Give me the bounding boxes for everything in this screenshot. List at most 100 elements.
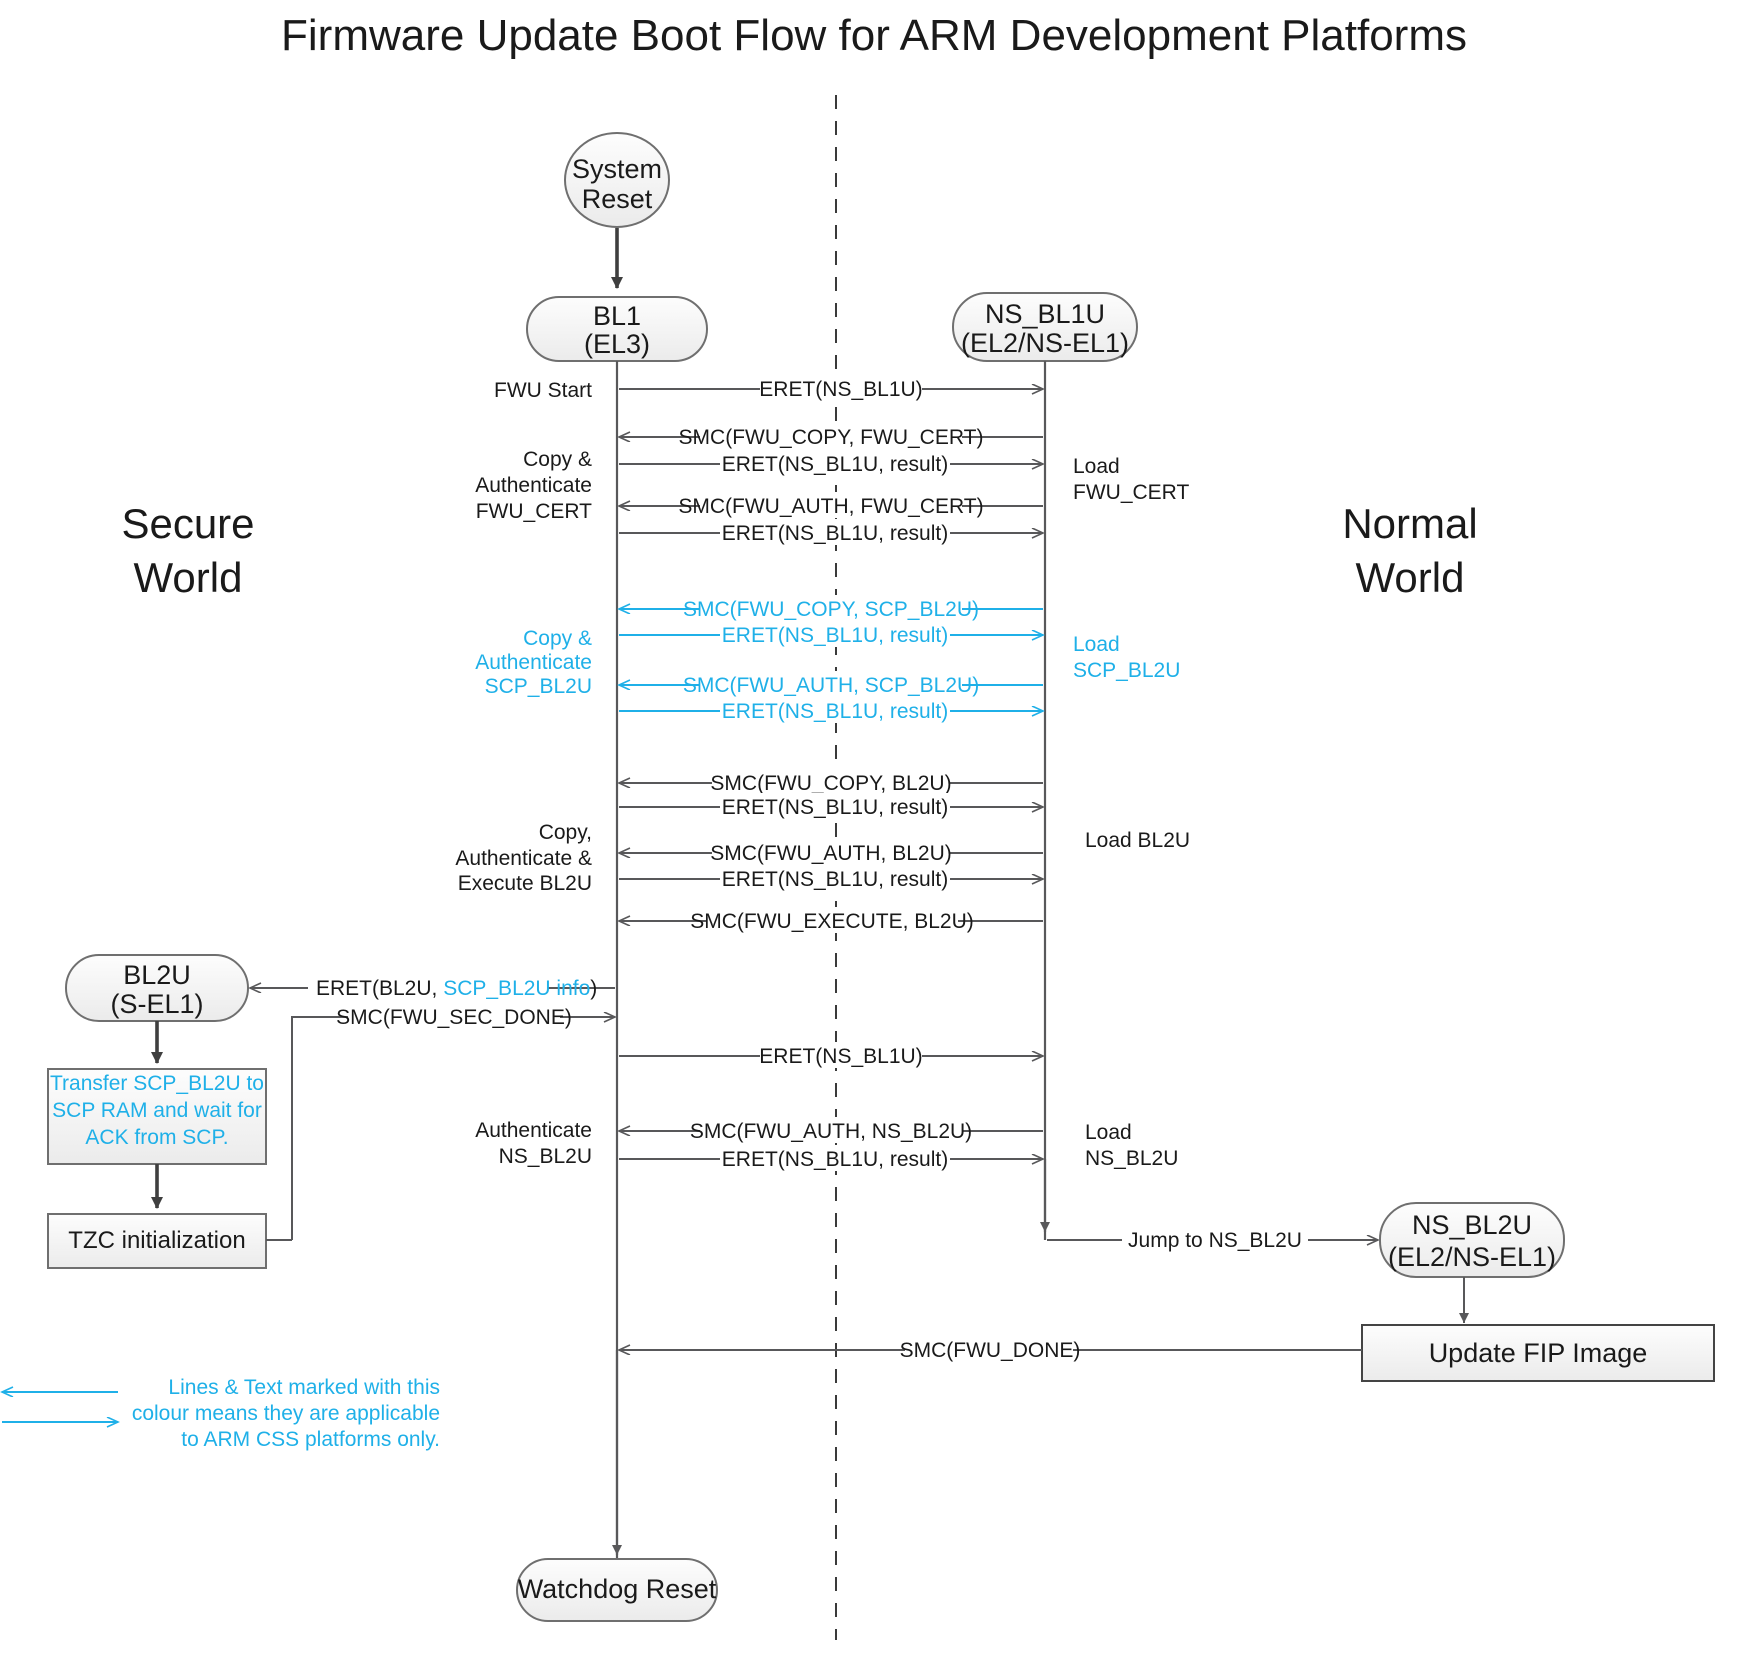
ns-bl2u-label-1: NS_BL2U [1412,1210,1532,1240]
svg-text:SCP_BL2U: SCP_BL2U [1073,659,1180,682]
svg-text:World: World [134,554,243,601]
normal-world-label: Normal World [1342,500,1477,601]
smc-fwu-done-label: SMC(FWU_DONE) [900,1339,1081,1362]
smc-fwu-sec-done-label: SMC(FWU_SEC_DONE) [336,1006,572,1029]
bl2u-label-1: BL2U [123,960,191,990]
legend-text: Lines & Text marked with this colour mea… [132,1376,440,1451]
svg-text:FWU Start: FWU Start [494,379,592,402]
svg-text:Copy,: Copy, [539,821,592,844]
tzc-init-shape [47,1213,267,1269]
message-m6: SMC(FWU_COPY, SCP_BL2U) [619,595,1043,621]
bl2u-label-2: (S-EL1) [110,989,203,1019]
legend-line-3: to ARM CSS platforms only. [181,1428,440,1451]
svg-text:Load: Load [1073,633,1120,656]
legend-arrows [2,1392,118,1422]
svg-text:Copy &: Copy & [523,448,592,471]
message-m11-label: ERET(NS_BL1U, result) [722,796,948,819]
message-m7: ERET(NS_BL1U, result) [619,621,1043,647]
message-m9-label: ERET(NS_BL1U, result) [722,700,948,723]
node-system-reset[interactable]: System Reset [564,132,670,228]
message-m8: SMC(FWU_AUTH, SCP_BL2U) [619,671,1043,697]
message-m10: SMC(FWU_COPY, BL2U) [619,769,1043,795]
annotation-load-scp-bl2u: Load SCP_BL2U [1073,633,1180,682]
message-m10-label: SMC(FWU_COPY, BL2U) [710,772,951,795]
message-m9: ERET(NS_BL1U, result) [619,697,1043,723]
svg-text:Secure: Secure [121,500,254,547]
message-m2: SMC(FWU_COPY, FWU_CERT) [619,423,1043,449]
message-m4: SMC(FWU_AUTH, FWU_CERT) [619,492,1043,518]
message-m18: SMC(FWU_AUTH, NS_BL2U) [619,1117,1043,1143]
message-smc-fwu-sec-done: SMC(FWU_SEC_DONE) [291,1003,615,1240]
bl1-label-1: BL1 [593,301,641,331]
message-m5: ERET(NS_BL1U, result) [619,519,1043,545]
node-ns-bl2u[interactable]: NS_BL2U (EL2/NS-EL1) [1379,1202,1565,1278]
node-bl2u[interactable]: BL2U (S-EL1) [65,954,249,1022]
bl1-label-2: (EL3) [584,329,650,359]
watchdog-reset-label: Watchdog Reset [518,1574,717,1604]
node-update-fip-image[interactable]: Update FIP Image [1361,1324,1715,1382]
annotation-load-ns-bl2u: Load NS_BL2U [1085,1121,1178,1170]
svg-text:Load BL2U: Load BL2U [1085,829,1190,852]
message-m1: ERET(NS_BL1U) [619,375,1043,401]
message-jump-to-ns-bl2u: Jump to NS_BL2U [1047,1226,1378,1252]
message-m18-label: SMC(FWU_AUTH, NS_BL2U) [690,1120,972,1143]
message-m3-label: ERET(NS_BL1U, result) [722,453,948,476]
ns-bl1u-label-2: (EL2/NS-EL1) [961,328,1129,358]
svg-text:Load: Load [1073,455,1120,478]
ns-bl1u-label-1: NS_BL1U [985,299,1105,329]
node-watchdog-reset[interactable]: Watchdog Reset [516,1558,718,1622]
node-tzc-initialization[interactable]: TZC initialization [47,1213,267,1269]
message-m1-label: ERET(NS_BL1U) [759,378,922,401]
node-transfer-scp-bl2u[interactable]: Transfer SCP_BL2U to SCP RAM and wait fo… [47,1068,267,1165]
message-m13-label: ERET(NS_BL1U, result) [722,868,948,891]
legend-line-1: Lines & Text marked with this [168,1376,440,1399]
svg-text:ERET(BL2U, SCP_BL2U info): ERET(BL2U, SCP_BL2U info) [316,977,597,1000]
svg-text:NS_BL2U: NS_BL2U [499,1145,592,1168]
legend-line-2: colour means they are applicable [132,1402,440,1425]
message-m2-label: SMC(FWU_COPY, FWU_CERT) [679,426,984,449]
message-smc-fwu-done: SMC(FWU_DONE) [619,1336,1362,1362]
message-m14-label: SMC(FWU_EXECUTE, BL2U) [690,910,974,933]
tzc-init-label: TZC initialization [68,1227,245,1254]
page-title: Firmware Update Boot Flow for ARM Develo… [281,11,1467,60]
eret-bl2u-cyan-part: SCP_BL2U info [443,977,590,1000]
system-reset-shape [564,132,670,228]
ns-bl2u-shape [1379,1202,1565,1278]
transfer-scp-shape [47,1068,267,1165]
svg-text:Authenticate: Authenticate [475,474,592,497]
message-eret-bl2u: ERET(BL2U, SCP_BL2U info) [250,974,615,1000]
message-m14: SMC(FWU_EXECUTE, BL2U) [619,907,1043,933]
svg-text:FWU_CERT: FWU_CERT [476,500,592,523]
message-m17: ERET(NS_BL1U) [619,1042,1043,1068]
annotation-fwu-start: FWU Start [494,379,592,402]
transfer-scp-line-3: ACK from SCP. [85,1126,228,1149]
annotation-authenticate-ns-bl2u: Authenticate NS_BL2U [475,1119,592,1168]
watchdog-reset-shape [516,1558,718,1622]
secure-world-label: Secure World [121,500,254,601]
update-fip-label: Update FIP Image [1429,1338,1648,1368]
message-m7-label: ERET(NS_BL1U, result) [722,624,948,647]
system-reset-label-2: Reset [582,184,653,214]
transfer-scp-line-1: Transfer SCP_BL2U to [50,1072,264,1095]
node-bl1[interactable]: BL1 (EL3) [526,296,708,362]
message-m6-label: SMC(FWU_COPY, SCP_BL2U) [683,598,979,621]
svg-text:Normal: Normal [1342,500,1477,547]
message-m4-label: SMC(FWU_AUTH, FWU_CERT) [678,495,983,518]
svg-text:Load: Load [1085,1121,1132,1144]
svg-text:Authenticate: Authenticate [475,651,592,674]
svg-text:SCP_BL2U: SCP_BL2U [485,675,592,698]
message-m5-label: ERET(NS_BL1U, result) [722,522,948,545]
node-ns-bl1u[interactable]: NS_BL1U (EL2/NS-EL1) [952,292,1138,362]
svg-text:NS_BL2U: NS_BL2U [1085,1147,1178,1170]
message-m19: ERET(NS_BL1U, result) [619,1145,1043,1171]
message-m13: ERET(NS_BL1U, result) [619,865,1043,891]
svg-text:Execute BL2U: Execute BL2U [458,872,592,895]
message-m12-label: SMC(FWU_AUTH, BL2U) [710,842,952,865]
transfer-scp-line-2: SCP RAM and wait for [52,1099,262,1122]
eret-bl2u-prefix: ERET(BL2U, [316,977,443,1000]
message-m17-label: ERET(NS_BL1U) [759,1045,922,1068]
message-m8-label: SMC(FWU_AUTH, SCP_BL2U) [683,674,979,697]
message-m19-label: ERET(NS_BL1U, result) [722,1148,948,1171]
